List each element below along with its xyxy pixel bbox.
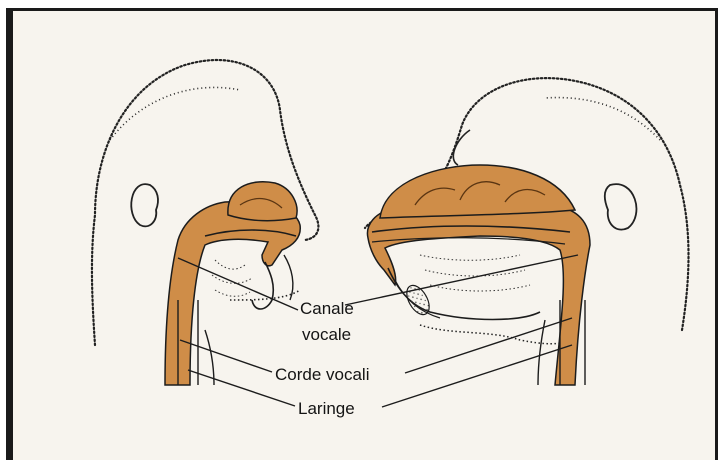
corde-leader-right <box>405 318 572 373</box>
label-canale: Canale <box>300 299 354 318</box>
right-head <box>365 78 689 385</box>
corde-leader-left <box>180 340 272 372</box>
label-vocale: vocale <box>302 325 351 344</box>
left-ear <box>131 184 158 226</box>
left-vocal-tract <box>165 202 300 385</box>
left-head <box>92 60 318 385</box>
leader-lines <box>178 255 578 407</box>
right-ear <box>605 184 637 229</box>
label-corde-vocali: Corde vocali <box>275 365 370 384</box>
right-nasal-cavity <box>380 165 575 218</box>
label-laringe: Laringe <box>298 399 355 418</box>
laringe-leader-right <box>382 345 572 407</box>
left-nasal-cavity <box>228 182 297 221</box>
